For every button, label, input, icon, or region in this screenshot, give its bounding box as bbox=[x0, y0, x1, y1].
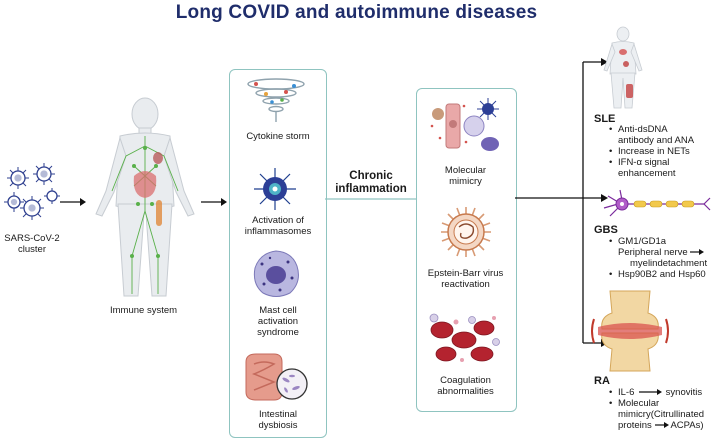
virus-label: SARS-CoV-2 cluster bbox=[0, 233, 64, 255]
molecular-mimicry-icon bbox=[430, 98, 499, 151]
virus-particle bbox=[20, 196, 44, 220]
intestinal-dysbiosis-label: Intestinal dysbiosis bbox=[258, 409, 298, 431]
gbs-item: GM1/GD1a Peripheral nerve myelindetachme… bbox=[609, 236, 713, 269]
virus-label-line1: SARS-CoV-2 bbox=[4, 233, 60, 244]
arrow-immune-to-mechanisms bbox=[201, 198, 227, 206]
connector-line bbox=[325, 198, 417, 200]
sle-item: Increase in NETs bbox=[609, 146, 713, 157]
inflammasome-label: Activation of inflammasomes bbox=[244, 215, 312, 237]
arrow-virus-to-immune bbox=[60, 198, 86, 206]
gbs-neuron-illustration bbox=[603, 189, 711, 217]
molecular-mimicry-label: Molecular mimicry bbox=[444, 165, 487, 187]
virus-cluster-illustration bbox=[4, 163, 60, 220]
ebv-label: Epstein-Barr virus reactivation bbox=[427, 268, 504, 290]
ra-item: IL-6 synovitis bbox=[609, 387, 713, 398]
ra-joint-illustration bbox=[591, 290, 669, 372]
virus-label-line2: cluster bbox=[18, 244, 46, 255]
virus-particle bbox=[33, 163, 55, 185]
virus-particle bbox=[4, 192, 24, 212]
sle-title: SLE bbox=[594, 113, 616, 125]
gbs-list: GM1/GD1a Peripheral nerve myelindetachme… bbox=[608, 236, 713, 280]
ra-acpa-arrow bbox=[655, 422, 670, 429]
epstein-barr-virus-icon bbox=[441, 207, 491, 257]
diagram-title: Long COVID and autoimmune diseases bbox=[175, 2, 538, 23]
branch-arrows bbox=[515, 58, 608, 347]
gbs-title: GBS bbox=[594, 224, 618, 236]
ra-list: IL-6 synovitis Molecular mimicry(Citrull… bbox=[608, 387, 713, 431]
coagulation-icon bbox=[429, 313, 500, 362]
immune-system-label: Immune system bbox=[110, 305, 178, 316]
ra-il6-arrow bbox=[639, 389, 663, 396]
cytokine-storm-icon bbox=[247, 78, 305, 122]
cytokine-storm-label: Cytokine storm bbox=[246, 131, 310, 142]
immune-system-body-illustration bbox=[95, 97, 195, 297]
intestine-shape bbox=[133, 171, 157, 198]
chronic-inflammation-label: Chronic inflammation bbox=[335, 170, 407, 195]
ra-item: Molecular mimicry(Citrullinated proteins… bbox=[609, 398, 713, 431]
mast-cell-label: Mast cell activation syndrome bbox=[257, 305, 299, 338]
sle-body-illustration bbox=[603, 26, 643, 109]
gbs-inline-arrow bbox=[690, 249, 705, 256]
virus-particle bbox=[7, 167, 29, 189]
inflammasome-icon bbox=[254, 168, 296, 210]
virus-particle bbox=[44, 188, 60, 204]
mast-cell-icon bbox=[253, 250, 299, 297]
gbs-item: Hsp90B2 and Hsp60 bbox=[609, 269, 713, 280]
ra-title: RA bbox=[594, 375, 610, 387]
coagulation-label: Coagulation abnormalities bbox=[437, 375, 494, 397]
intestinal-dysbiosis-icon bbox=[245, 353, 308, 401]
